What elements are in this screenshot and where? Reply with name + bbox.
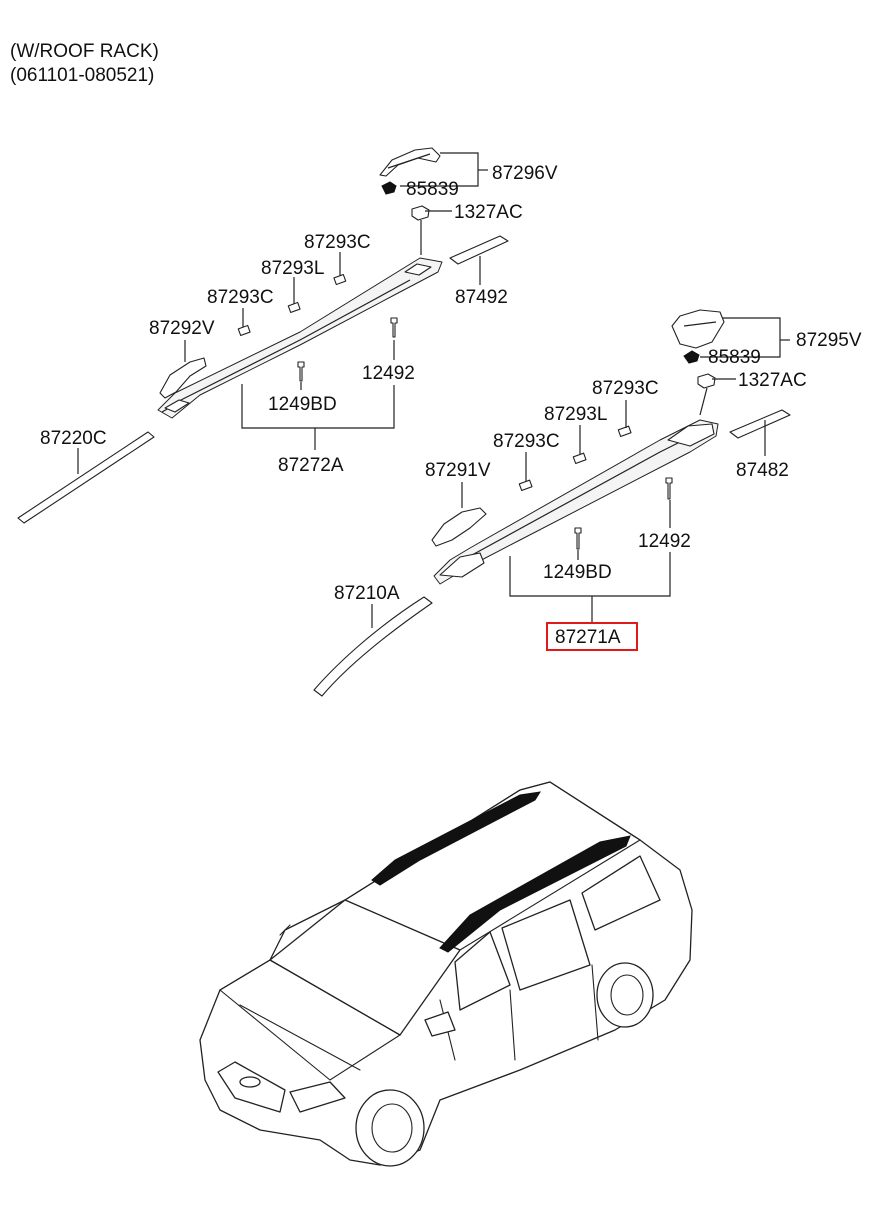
part-87220C-molding[interactable]: [17, 431, 155, 524]
part-87296V-shape[interactable]: [379, 147, 441, 177]
label-85839-right[interactable]: 85839: [708, 347, 761, 368]
label-1327AC-top[interactable]: 1327AC: [454, 202, 523, 223]
label-87482[interactable]: 87482: [736, 460, 789, 481]
vehicle-roof-rail-right: [439, 835, 631, 953]
label-87293C-upper-b[interactable]: 87293C: [207, 287, 274, 308]
header-roof-rack: (W/ROOF RACK): [10, 41, 159, 62]
label-1249BD-right[interactable]: 1249BD: [543, 562, 612, 583]
part-87295V-shape[interactable]: [671, 309, 725, 349]
label-87292V[interactable]: 87292V: [149, 318, 215, 339]
label-1327AC-right[interactable]: 1327AC: [738, 370, 807, 391]
part-87210A-molding[interactable]: [313, 596, 433, 697]
label-87296V[interactable]: 87296V: [492, 163, 558, 184]
label-87293C-upper-a[interactable]: 87293C: [304, 232, 371, 253]
part-12492-right-bolt[interactable]: [665, 477, 673, 500]
highlight-box-87271A: [546, 622, 638, 651]
vehicle-body: [199, 781, 693, 1166]
label-87271A[interactable]: 87271A: [555, 627, 621, 648]
label-87293L-lower[interactable]: 87293L: [544, 404, 607, 425]
label-12492-top[interactable]: 12492: [362, 363, 415, 384]
vehicle-front-door-window: [454, 931, 511, 1011]
part-12492-top-bolt[interactable]: [390, 317, 398, 338]
label-87293C-lower-b[interactable]: 87293C: [493, 431, 560, 452]
part-87293C-upper-a[interactable]: [333, 273, 347, 286]
part-87293C-upper-b[interactable]: [237, 324, 251, 337]
label-87295V[interactable]: 87295V: [796, 330, 862, 351]
label-1249BD-top[interactable]: 1249BD: [268, 394, 337, 415]
part-87492-strip[interactable]: [449, 235, 509, 265]
part-85839-top-clip[interactable]: [381, 181, 397, 195]
label-87492[interactable]: 87492: [455, 287, 508, 308]
vehicle-rear-wheel: [596, 962, 654, 1028]
vehicle-rear-window: [581, 855, 661, 931]
label-87272A[interactable]: 87272A: [278, 455, 344, 476]
part-87293C-lower-a[interactable]: [617, 425, 632, 438]
label-87293L-upper[interactable]: 87293L: [261, 258, 324, 279]
part-85839-right-clip[interactable]: [683, 350, 700, 364]
label-12492-right[interactable]: 12492: [638, 531, 691, 552]
part-1249BD-right-bolt[interactable]: [574, 527, 582, 550]
upper-rack-assembly: [17, 147, 509, 524]
vehicle-roof-rail-left: [371, 791, 541, 886]
label-87291V[interactable]: 87291V: [425, 460, 491, 481]
label-87220C[interactable]: 87220C: [40, 428, 107, 449]
part-87272A-rail[interactable]: [157, 257, 443, 419]
header-date-range: (061101-080521): [10, 65, 155, 86]
part-87292V-cover[interactable]: [159, 357, 207, 399]
vehicle-illustration: [199, 781, 693, 1167]
part-1327AC-right-nut[interactable]: [697, 373, 716, 389]
vehicle-front-wheel: [355, 1089, 425, 1167]
part-87482-strip[interactable]: [729, 409, 791, 439]
part-87293L-lower[interactable]: [572, 452, 587, 465]
label-85839-top[interactable]: 85839: [406, 179, 459, 200]
part-87293L-upper[interactable]: [287, 301, 301, 314]
part-87291V-cover[interactable]: [431, 507, 487, 547]
label-87293C-lower-a[interactable]: 87293C: [592, 378, 659, 399]
lower-rack-assembly: [313, 309, 791, 697]
part-1327AC-top-nut[interactable]: [411, 205, 430, 221]
vehicle-middle-window: [501, 899, 591, 991]
callout-labels: 87296V 85839 1327AC 87293C 87293L 87293C…: [40, 163, 862, 651]
part-1249BD-top-bolt[interactable]: [297, 361, 305, 382]
part-87293C-lower-b[interactable]: [518, 479, 533, 492]
label-87210A[interactable]: 87210A: [334, 583, 400, 604]
